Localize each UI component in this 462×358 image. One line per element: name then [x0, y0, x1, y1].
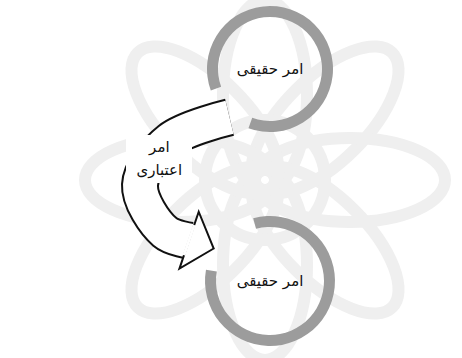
edge-label: امر اعتباری	[126, 135, 192, 184]
ring-arc	[205, 216, 335, 346]
node-text: امر حقیقی	[237, 272, 304, 290]
ring-node: امر حقیقی	[205, 4, 335, 134]
arrow-head	[179, 212, 213, 269]
arrow-seam	[184, 225, 194, 255]
node-text: امر حقیقی	[237, 60, 304, 78]
ring-arc	[207, 6, 333, 132]
ring-node: امر حقیقی	[203, 214, 337, 348]
